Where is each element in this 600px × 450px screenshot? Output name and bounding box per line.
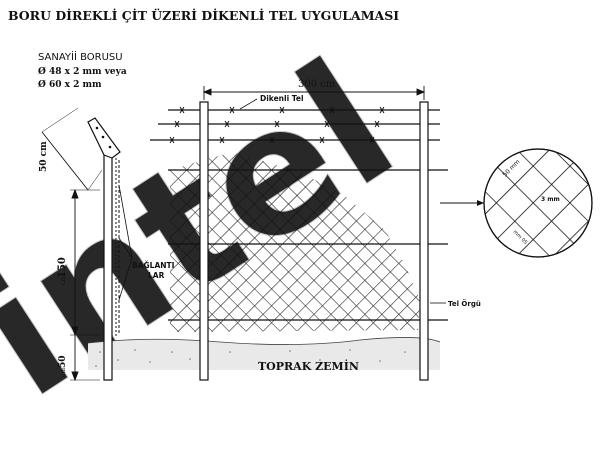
post-left xyxy=(199,101,209,381)
side-view-post xyxy=(87,117,121,381)
span-label: 300 cm xyxy=(298,79,336,90)
connections-callout xyxy=(118,184,133,301)
page-title: BORU DİREKLİ ÇİT ÜZERİ DİKENLİ TEL UYGUL… xyxy=(8,7,399,23)
wire-thickness-label: 3 mm xyxy=(541,196,560,203)
connections-label-1: BAĞLANTI xyxy=(132,261,175,270)
fence-height-label: 150 xyxy=(57,257,68,278)
footing-depth-label: 50 xyxy=(58,355,68,368)
pipe-spec-1: Ø 48 x 2 mm veya xyxy=(38,66,127,77)
barbed-wire-label: Dikenli Tel xyxy=(260,94,304,103)
ground: TOPRAK ZEMİN xyxy=(87,337,441,373)
post-right xyxy=(419,101,429,381)
mesh-label: Tel Örgü xyxy=(448,299,481,308)
side-dimensions xyxy=(41,107,103,382)
fence-posts xyxy=(199,101,429,381)
line-wires xyxy=(168,169,448,321)
ground-label: TOPRAK ZEMİN xyxy=(258,359,359,373)
arm-length-label: 50 cm xyxy=(39,141,49,172)
fence-height-unit: cm xyxy=(60,276,67,285)
pipe-spec: SANAYİİ BORUSU Ø 48 x 2 mm veya Ø 60 x 2… xyxy=(38,50,127,90)
connections-label-2: LAR xyxy=(148,271,165,280)
footing-unit: cm xyxy=(60,368,67,377)
span-dimension xyxy=(202,86,426,100)
chain-link-mesh xyxy=(170,152,420,332)
pipe-spec-2: Ø 60 x 2 mm xyxy=(38,79,102,90)
mesh-detail: 50 mm 3 mm mm 05 xyxy=(440,148,593,258)
pipe-heading: SANAYİİ BORUSU xyxy=(38,50,123,63)
